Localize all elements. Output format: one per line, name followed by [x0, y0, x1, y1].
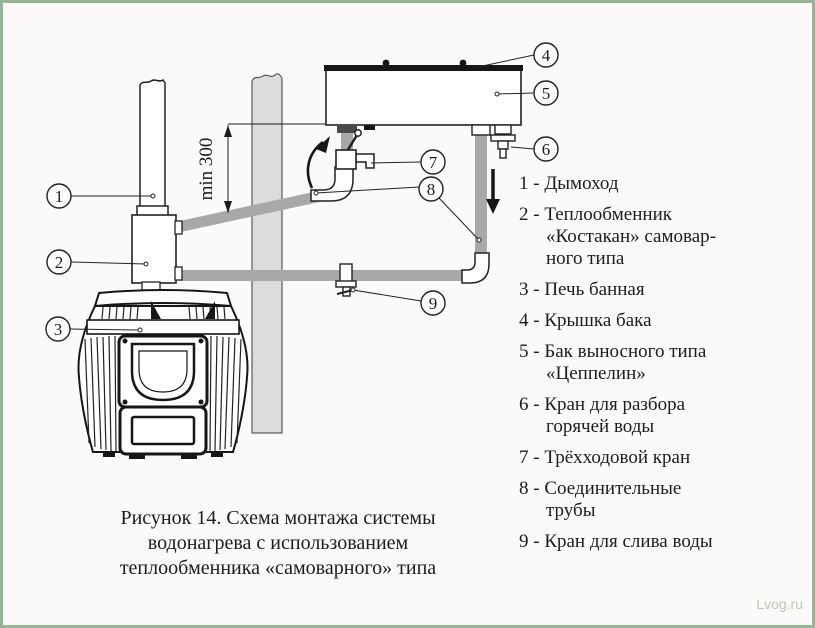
leader-end-dots	[137, 91, 500, 333]
pipe-elbow-lower	[461, 252, 490, 284]
legend-item-8: 8 - Соединительные трубы	[519, 478, 682, 521]
stove-collar-band	[86, 319, 240, 335]
drain-valve	[335, 263, 357, 297]
callout-number: 4	[542, 46, 551, 65]
tank-lid-knob	[382, 59, 390, 67]
heat-exchanger	[131, 214, 183, 295]
legend-item-7: 7 - Трёхходовой кран	[519, 447, 691, 468]
stove-door-glass	[130, 342, 196, 402]
callout-number: 7	[429, 153, 438, 172]
callout-number: 6	[542, 140, 551, 159]
flow-up-arrow	[306, 136, 330, 189]
callout-9: 9	[420, 290, 446, 316]
callout-3: 3	[45, 316, 71, 342]
wall	[251, 73, 283, 434]
stove-vent-left	[151, 301, 161, 319]
legend-item-2: 2 - Теплообменник «Костакан» самовар- но…	[519, 204, 716, 269]
callout-number: 8	[427, 180, 436, 199]
callout-leaders	[69, 54, 535, 331]
stove-side-fins	[84, 335, 242, 452]
dimension-label: min 300	[196, 138, 217, 201]
callout-number: 3	[54, 320, 63, 339]
callout-1: 1	[46, 183, 72, 209]
flow-down-arrow	[486, 169, 500, 214]
stove-upper-fins	[101, 306, 226, 320]
callout-2: 2	[46, 249, 72, 275]
legend: 1 - Дымоход 2 - Теплообменник «Костакан»…	[519, 173, 812, 562]
pipe-elbow-upper	[310, 166, 354, 202]
stove	[77, 289, 249, 459]
legend-item-3: 3 - Печь банная	[519, 279, 645, 300]
stove-vent-right	[205, 301, 215, 319]
legend-item-1: 1 - Дымоход	[519, 173, 619, 194]
stove-feet	[103, 451, 223, 459]
dimension-min-300: min 300	[196, 123, 326, 213]
callout-7: 7	[420, 149, 446, 175]
three-way-valve	[335, 129, 375, 170]
hot-water-valve	[490, 124, 516, 159]
callout-number: 2	[55, 253, 64, 272]
legend-item-4: 4 - Крышка бака	[519, 310, 652, 331]
watermark: Lvog.ru	[756, 596, 803, 612]
connecting-pipes	[176, 133, 487, 281]
water-tank	[324, 59, 523, 136]
chimney-pipe	[136, 78, 169, 217]
tank-lid	[324, 65, 523, 71]
callout-4: 4	[533, 42, 559, 68]
callout-6: 6	[533, 136, 559, 162]
tank-lid-knob	[459, 59, 467, 67]
callout-number: 5	[542, 84, 551, 103]
legend-item-6: 6 - Кран для разбора горячей воды	[519, 394, 686, 437]
legend-item-5: 5 - Бак выносного типа «Цеппелин»	[519, 341, 707, 384]
callout-number: 1	[55, 187, 64, 206]
legend-item-9: 9 - Кран для слива воды	[519, 531, 713, 552]
callout-number: 9	[429, 294, 438, 313]
callout-5: 5	[533, 80, 559, 106]
diagram-canvas: min 300 1 2	[45, 42, 559, 459]
callout-8: 8	[418, 176, 444, 202]
figure-caption: Рисунок 14. Схема монтажа системы водона…	[119, 507, 437, 579]
